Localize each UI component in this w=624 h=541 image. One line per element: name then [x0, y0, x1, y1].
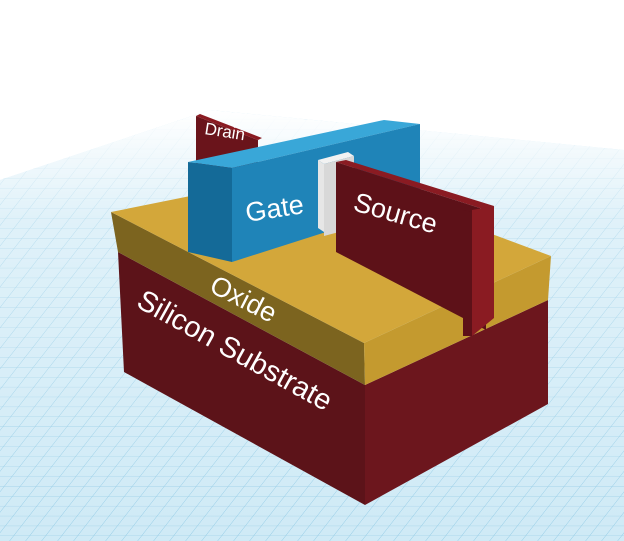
source-block	[336, 160, 494, 336]
substrate-block	[118, 252, 548, 505]
